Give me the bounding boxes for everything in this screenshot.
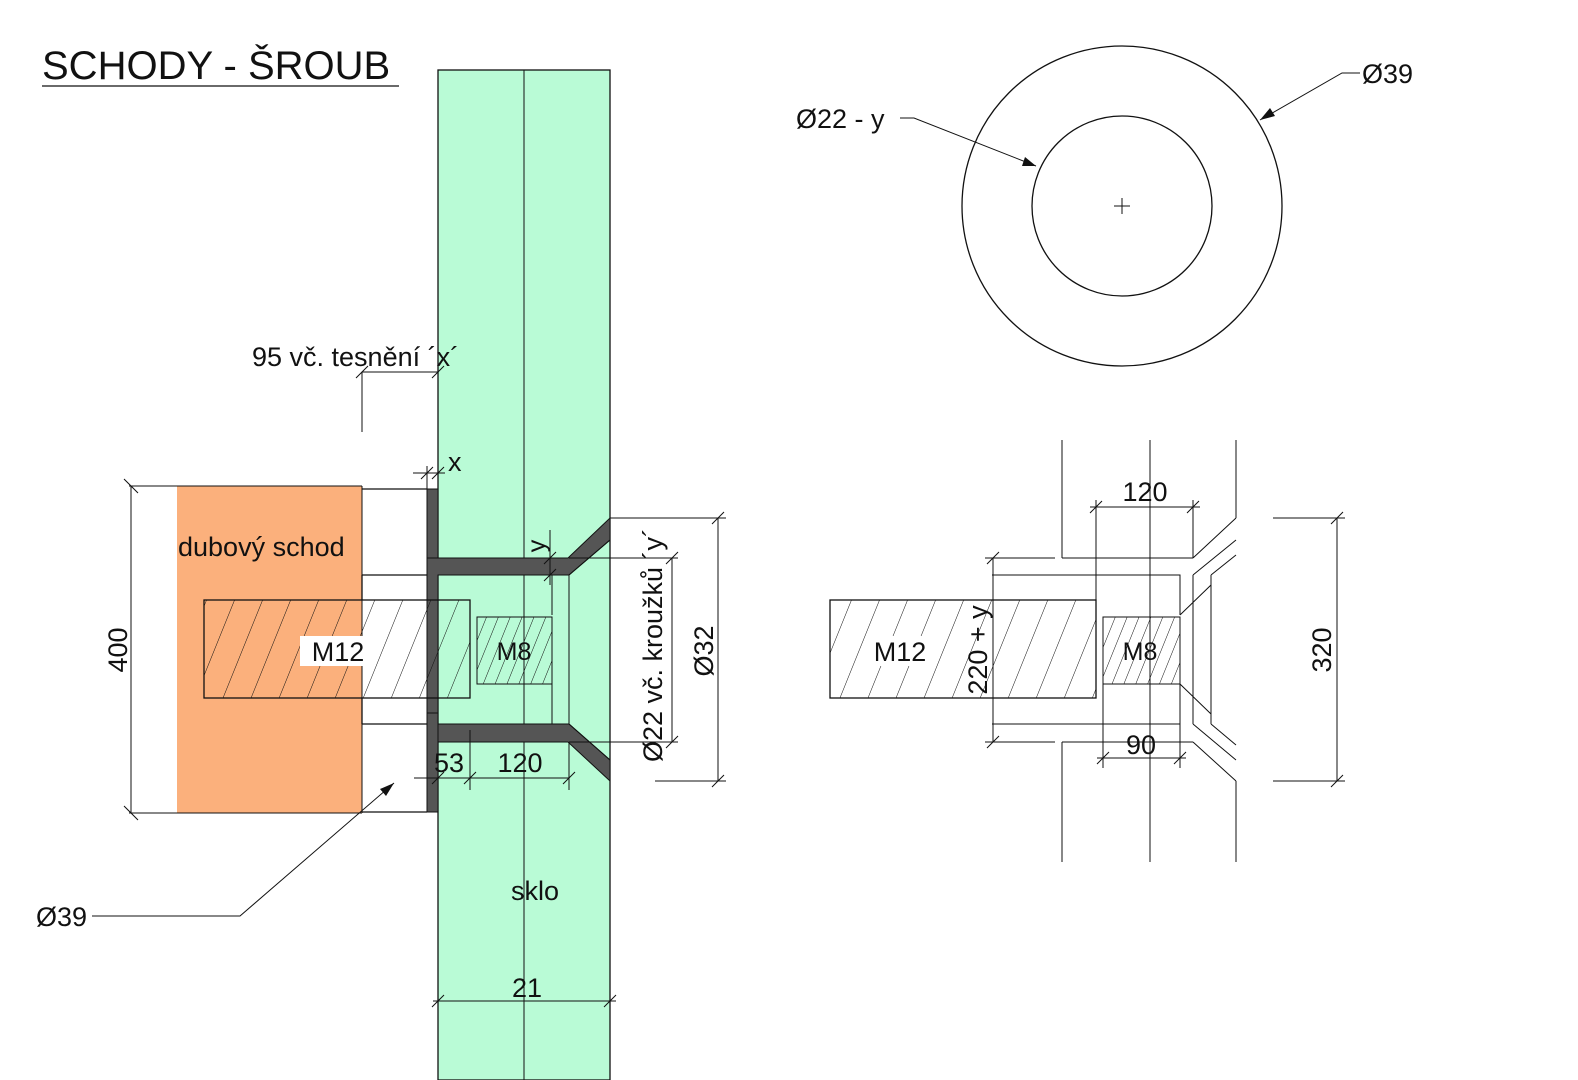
dim-90-extensions — [1102, 684, 1181, 768]
dim-dia22-ticks — [665, 551, 679, 749]
dim-90-ticks — [1096, 751, 1187, 765]
sleeve-cone-edges — [1192, 575, 1212, 724]
dia22y-leader-arrow — [1022, 157, 1036, 166]
dim-y-ticks — [543, 551, 557, 582]
dim-220y-text: 220 + y — [963, 605, 993, 695]
dia39-top-leader — [1259, 72, 1360, 121]
dim-220y-ticks — [986, 551, 1000, 749]
bolt-m12-right-label-bg — [868, 636, 934, 666]
dim-dia22-lines — [569, 557, 678, 743]
dim-y-text: y — [523, 539, 551, 552]
dia39-leader-arrow — [380, 783, 394, 796]
glass-label: sklo — [511, 876, 559, 906]
dim-400-ticks — [123, 478, 139, 821]
dim-95-ticks — [355, 365, 445, 379]
bolt-m12-label: M12 — [312, 637, 365, 667]
dim-dia32-lines — [610, 517, 726, 782]
dia39-left-label: Ø39 — [36, 902, 87, 932]
center-mark — [1114, 198, 1130, 214]
dim-dia22-text: Ø22 vč. kroužků ´y´ — [638, 528, 668, 762]
outer-circle-dia39 — [961, 45, 1283, 367]
drawing-title: SCHODY - ŠROUB — [42, 43, 390, 88]
bolt-m8-right-label: M8 — [1123, 638, 1158, 666]
dia39-top-label: Ø39 — [1362, 59, 1413, 89]
bolt-m12-label-bg — [300, 636, 376, 666]
sleeve-bottom-line — [985, 741, 1237, 782]
dim-120-right-extensions — [1095, 500, 1194, 600]
dim-53-120-extensions — [437, 730, 570, 790]
dim-120-text: 120 — [497, 748, 542, 778]
dim-95-extension — [361, 371, 438, 432]
dia39-leader — [92, 782, 395, 917]
dim-x-text: x — [448, 447, 462, 477]
dim-53-120-ticks — [431, 771, 576, 785]
dim-320-lines — [1273, 517, 1345, 782]
sleeve-inner-bevel — [1179, 584, 1212, 715]
dia22y-leader — [900, 117, 1037, 167]
dim-x-ticks — [420, 466, 445, 480]
dim-21-ticks — [431, 994, 617, 1008]
sleeve-top-line — [985, 517, 1237, 559]
dim-95-text: 95 vč. tesnění ´x´ — [252, 342, 459, 372]
dim-120-right-text: 120 — [1122, 477, 1167, 507]
dim-320-ticks — [1330, 511, 1344, 788]
dim-21-text: 21 — [512, 973, 542, 1003]
bolt-m8-label: M8 — [497, 638, 532, 666]
bolt-m8-outline — [476, 616, 553, 685]
bolt-m8-hatch — [477, 617, 552, 684]
dia39-top-leader-arrow — [1260, 108, 1275, 120]
bolt-m8-right-hatch — [1103, 617, 1180, 684]
dim-320-text: 320 — [1307, 627, 1337, 672]
dim-x-lines — [413, 466, 445, 489]
dim-400-text: 400 — [103, 627, 133, 672]
bolt-m12-outline — [203, 599, 471, 699]
oak-step-label: dubový schod — [178, 532, 345, 562]
dim-dia32-text: Ø32 — [689, 625, 719, 676]
bolt-m8-right-outline — [1102, 616, 1181, 685]
dim-53-text: 53 — [434, 748, 464, 778]
dim-dia32-ticks — [711, 511, 725, 788]
dim-120-right-ticks — [1089, 500, 1200, 514]
boss-outline — [362, 488, 438, 813]
dia22y-label: Ø22 - y — [796, 104, 885, 134]
sleeve-cone-lines — [1192, 539, 1237, 761]
bolt-m12-right-outline — [829, 599, 1097, 699]
inner-circle-dia22 — [1031, 115, 1213, 297]
dim-90-text: 90 — [1126, 730, 1156, 760]
bolt-m12-right-label: M12 — [874, 637, 927, 667]
